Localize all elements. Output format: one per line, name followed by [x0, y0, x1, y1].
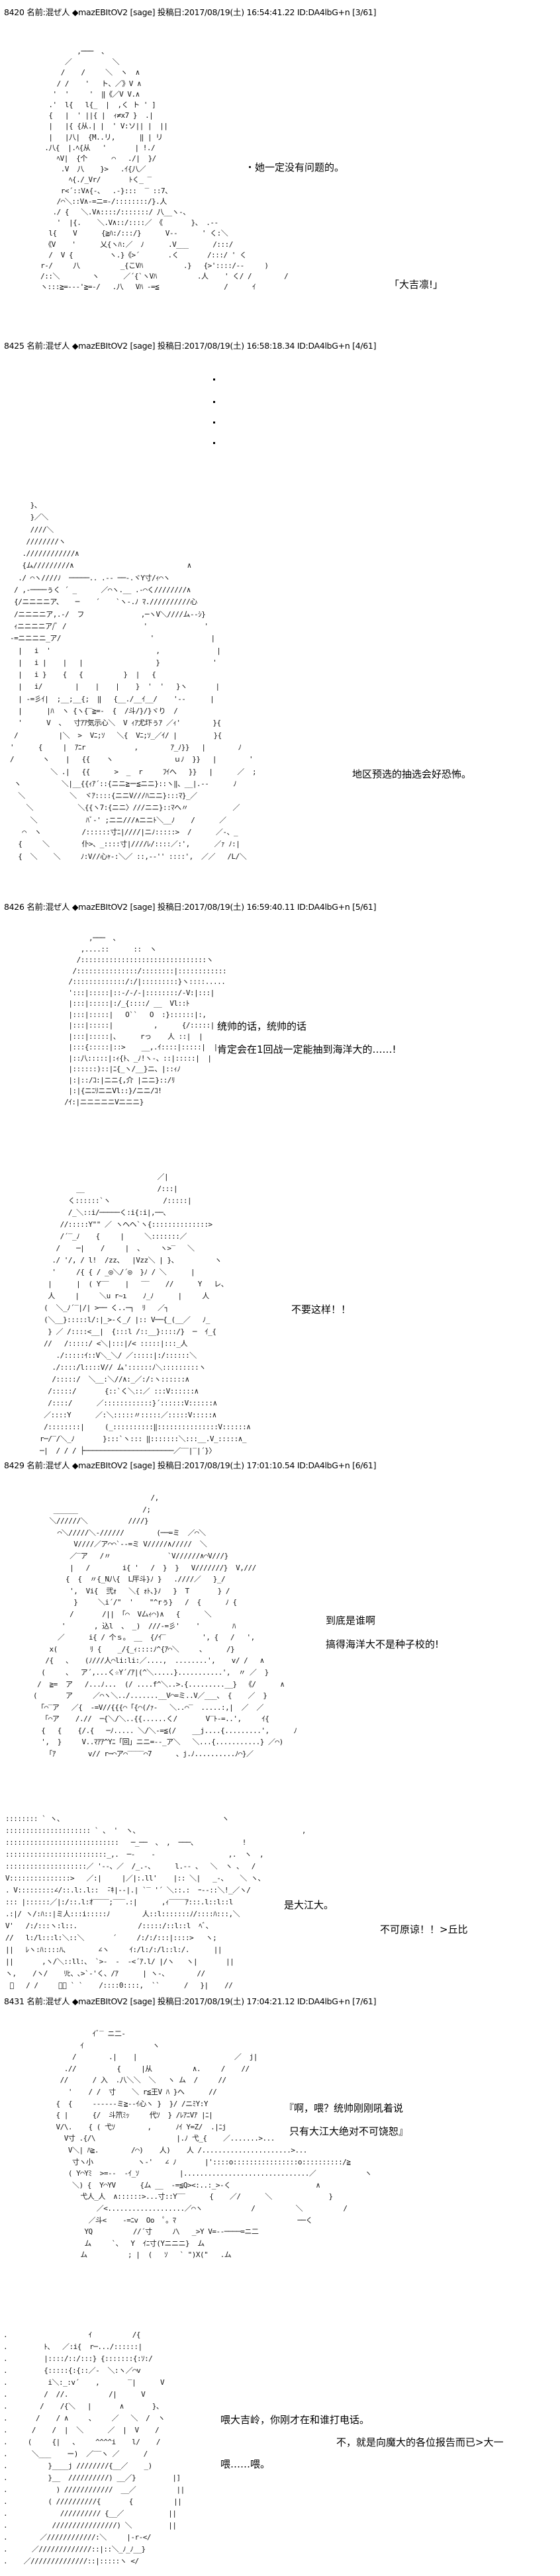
ascii-art-phone-girl: ｲﾞ‾ ニ二‐ ｲ ヽ / .| | ／ j| .// { |从 ∧. / //… — [56, 2029, 372, 2260]
dialogue-line: 『啊，喂？统帅刚刚吼着说 — [284, 2102, 404, 2114]
ellipsis-dot — [213, 422, 215, 423]
ascii-art-glasses-girl: :::::::: ` ヽ、 ヽ ::::::::::::::::::::: ` … — [5, 1814, 306, 1990]
dialogue-line: ・她一定没有问题的。 — [245, 161, 345, 173]
dialogue-line: 喂……喂。 — [220, 2458, 271, 2470]
post-header: 8429 名前:混ぜ人 ◆mazEBItOV2 [sage] 投稿日:2017/… — [4, 1460, 377, 1470]
ellipsis-dot — [213, 401, 215, 403]
dialogue-line: 是大江大。 — [284, 1899, 334, 1911]
dialogue-line: 「大吉凛!」 — [389, 279, 443, 290]
post-header: 8426 名前:混ぜ人 ◆mazEBItOV2 [sage] 投稿日:2017/… — [4, 902, 377, 912]
dialogue-line: 到底是谁啊 — [326, 1615, 376, 1626]
post-header: 8420 名前:混ぜ人 ◆mazEBItOV2 [sage] 投稿日:2017/… — [4, 7, 377, 17]
ascii-art-cat-ears: }、 }／＼ ////＼ ////////ヽ .////////////∧ {ム… — [10, 501, 257, 861]
ascii-art-bow-girl: /, ______ /; ＼//////＼ ////} ⌒＼/////＼-///… — [33, 1493, 297, 1759]
dialogue-line: 只有大江大绝对不可饶恕』 — [289, 2125, 409, 2137]
ascii-art-cat-girl-standing: . ｲ /{ . ﾄ、 ／:i{ r─.../::::::| . |::::/:… — [3, 2331, 185, 2565]
ascii-art-hooded-girl: ,─── ､ ,....:: :: ヽ /:::::::::::::::::::… — [64, 934, 227, 1106]
post-header: 8431 名前:混ぜ人 ◆mazEBItOV2 [sage] 投稿日:2017/… — [4, 1996, 377, 2006]
dialogue-line: 肯定会在1回战一定能抽到海洋大的……! — [217, 1044, 397, 1055]
dialogue-line: 不，就是向魔大的各位报告而已>大一 — [336, 2436, 504, 2448]
dialogue-line: 地区预选的抽选会好恐怖。 — [352, 768, 472, 780]
dialogue-line: 不可原谅！！>丘比 — [380, 1924, 468, 1935]
ellipsis-dot — [213, 378, 215, 380]
dialogue-line: 喂大吉岭，你刚才在和谁打电话。 — [220, 2414, 370, 2426]
dialogue-line: 搞得海洋大不是种子校的! — [326, 1638, 440, 1650]
ellipsis-dot — [213, 442, 215, 444]
ascii-art-fox-girl: ／| __ /:::| く::::::`ヽ /:::::| /_＼::i/───… — [40, 1173, 251, 1455]
ascii-art-girl: ,─── 、 ／ ＼ / / ＼ ヽ ∧ / / ' ト、／》V ∧ ' ' '… — [40, 47, 289, 292]
dialogue-line: 不要这样！！ — [291, 1304, 351, 1315]
dialogue-line: 统帅的话，统帅的话 — [217, 1020, 307, 1032]
post-header: 8425 名前:混ぜ人 ◆mazEBItOV2 [sage] 投稿日:2017/… — [4, 341, 377, 351]
